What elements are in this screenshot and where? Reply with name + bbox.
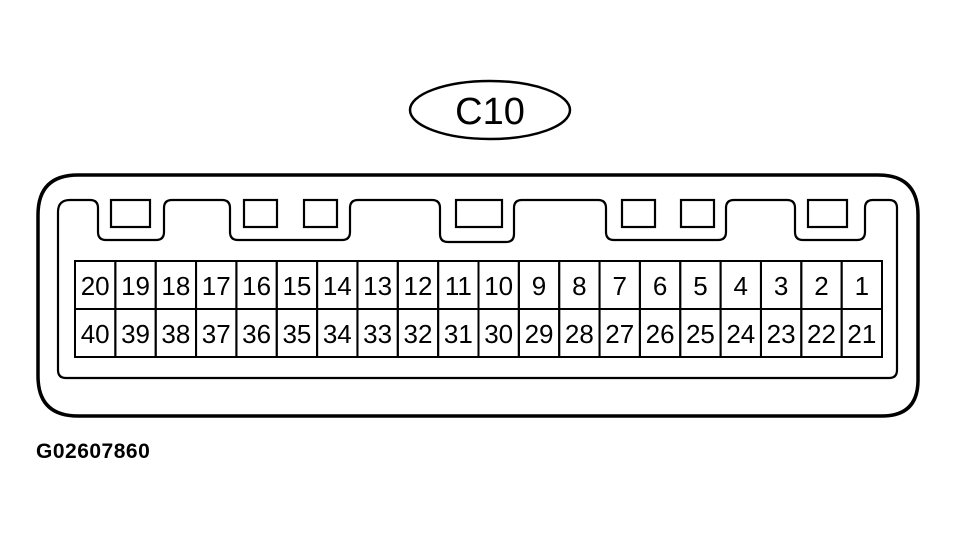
latch-slot (806, 198, 849, 229)
pin-cell: 19 (114, 260, 157, 310)
connector-id-label: C10 (455, 91, 525, 133)
pin-number: 32 (404, 319, 433, 349)
pin-number: 26 (646, 319, 675, 349)
pin-number: 6 (653, 271, 667, 301)
latch-slot (302, 198, 339, 229)
pin-cell: 40 (74, 308, 117, 358)
pin-number: 3 (774, 271, 788, 301)
pin-number: 33 (363, 319, 392, 349)
pin-number: 17 (202, 271, 231, 301)
pin-cell: 7 (598, 260, 641, 310)
pin-number: 13 (363, 271, 392, 301)
pin-cell: 21 (840, 308, 884, 358)
pin-cell: 35 (275, 308, 319, 358)
pin-number: 35 (282, 319, 311, 349)
pin-cell: 20 (74, 260, 117, 310)
pin-number: 8 (572, 271, 586, 301)
pin-number: 27 (605, 319, 634, 349)
pin-cell: 32 (396, 308, 440, 358)
pin-cell: 28 (558, 308, 601, 358)
pin-cell: 25 (679, 308, 722, 358)
figure-id: G02607860 (36, 440, 151, 463)
pin-cell: 11 (437, 260, 480, 310)
pin-cell: 6 (638, 260, 682, 310)
pin-cell: 8 (558, 260, 601, 310)
pin-cell: 37 (195, 308, 238, 358)
pin-number: 40 (81, 319, 110, 349)
pin-number: 12 (404, 271, 433, 301)
pin-number: 1 (855, 271, 869, 301)
connector-housing-inner (56, 198, 899, 380)
pin-number: 21 (847, 319, 876, 349)
pin-cell: 18 (154, 260, 198, 310)
pin-number: 31 (444, 319, 473, 349)
pin-cell: 30 (477, 308, 520, 358)
id-ellipse (408, 79, 572, 141)
pin-cell: 26 (638, 308, 682, 358)
pin-cell: 36 (235, 308, 278, 358)
pin-cell: 12 (396, 260, 440, 310)
pin-cell: 24 (719, 308, 762, 358)
pin-number: 23 (767, 319, 796, 349)
pin-number: 25 (686, 319, 715, 349)
pin-number: 11 (445, 271, 472, 301)
latch-slot (620, 198, 657, 229)
pin-cell: 2 (800, 260, 843, 310)
pin-cell: 27 (598, 308, 641, 358)
pin-number: 20 (81, 271, 110, 301)
pin-number: 5 (693, 271, 707, 301)
pin-number: 10 (484, 271, 513, 301)
pin-number: 7 (612, 271, 626, 301)
pin-cell: 29 (517, 308, 561, 358)
pin-cell: 16 (235, 260, 278, 310)
pin-cell: 34 (316, 308, 359, 358)
pin-cell: 1 (840, 260, 884, 310)
pin-number: 4 (734, 271, 748, 301)
pin-cell: 13 (356, 260, 399, 310)
pin-number: 37 (202, 319, 231, 349)
pin-cell: 31 (437, 308, 480, 358)
pin-cell: 9 (517, 260, 561, 310)
pin-number: 39 (121, 319, 150, 349)
pin-number: 38 (161, 319, 190, 349)
latch-slot (109, 198, 152, 229)
pin-number: 14 (323, 271, 352, 301)
pin-number: 9 (532, 271, 546, 301)
latch-slot (679, 198, 716, 229)
pin-cell: 5 (679, 260, 722, 310)
latch-slot (454, 198, 504, 229)
pin-cell: 23 (759, 308, 803, 358)
pin-number: 34 (323, 319, 352, 349)
pin-cell: 39 (114, 308, 157, 358)
pin-number: 2 (814, 271, 828, 301)
latch-slot (242, 198, 279, 229)
pin-cell: 33 (356, 308, 399, 358)
pin-number: 29 (525, 319, 554, 349)
pin-number: 16 (242, 271, 271, 301)
pin-cell: 15 (275, 260, 319, 310)
pin-number: 36 (242, 319, 271, 349)
pin-cell-border (840, 308, 884, 358)
pin-number: 30 (484, 319, 513, 349)
connector-id-badge: C10 (408, 79, 572, 141)
pin-cell: 17 (195, 260, 238, 310)
pin-cell: 38 (154, 308, 198, 358)
pin-cell: 14 (316, 260, 359, 310)
pin-number: 18 (161, 271, 190, 301)
pin-cell: 4 (719, 260, 762, 310)
pin-cell: 22 (800, 308, 843, 358)
pin-number: 24 (726, 319, 755, 349)
latch-slots (109, 198, 849, 229)
pin-cell: 10 (477, 260, 520, 310)
pin-number: 22 (807, 319, 836, 349)
pin-number: 19 (121, 271, 150, 301)
pin-cell: 3 (759, 260, 803, 310)
connector-housing-outer (36, 173, 920, 418)
pin-number: 15 (282, 271, 311, 301)
pin-number: 28 (565, 319, 594, 349)
